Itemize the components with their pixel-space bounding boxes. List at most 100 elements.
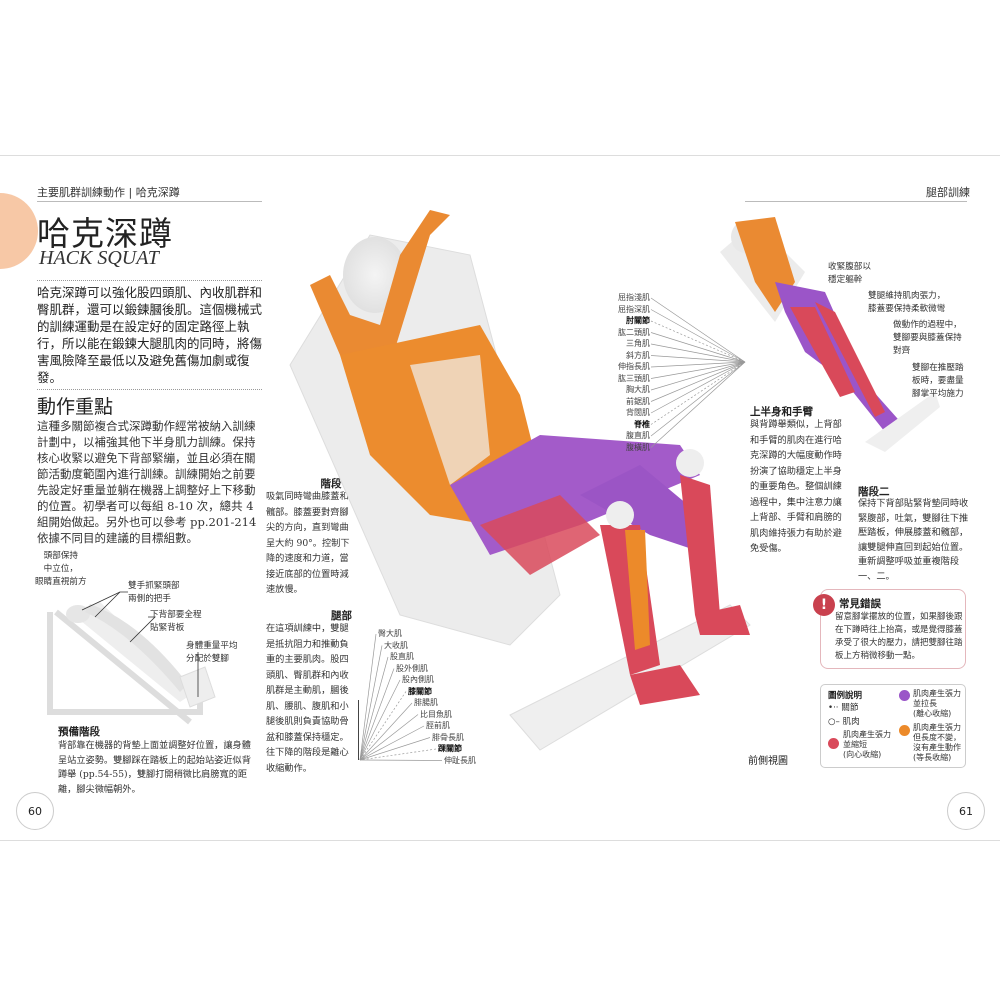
leader-line <box>650 361 746 414</box>
leader-line <box>359 668 395 761</box>
leader-line <box>359 748 437 761</box>
muscle-label: 肘關節 <box>626 316 650 325</box>
leader-line <box>650 332 746 363</box>
divider <box>37 201 262 202</box>
prep-illustration <box>47 591 216 725</box>
pointer-line <box>358 700 359 760</box>
leader-line <box>359 679 401 761</box>
running-header-left: 主要肌群訓練動作 | 哈克深蹲 <box>37 186 180 199</box>
upper-body-heading: 上半身和手臂 <box>750 406 813 418</box>
warning-text: 留意腳掌擺放的位置，如果腳後跟在下蹲時往上抬高，或是覺得膝蓋承受了很大的壓力，請… <box>835 612 963 661</box>
leader-line <box>359 737 431 761</box>
side-note-core: 收緊腹部以 穩定軀幹 <box>828 262 871 285</box>
leader-line <box>650 361 746 448</box>
leader-line <box>650 320 746 363</box>
leader-line <box>650 343 746 363</box>
prep-note-hands: 雙手抓緊頭部 兩側的把手 <box>128 581 180 604</box>
leader-line <box>650 361 746 402</box>
legs-heading: 腿部 <box>331 610 352 622</box>
stage2-heading: 階段二 <box>858 486 890 498</box>
page-subtitle: HACK SQUAT <box>39 247 159 269</box>
leader-line <box>359 702 413 761</box>
muscle-label: 股內側肌 <box>402 674 434 686</box>
prep-note-back: 下背部要全程 貼緊背板 <box>150 610 202 633</box>
muscle-label: 背闊肌 <box>626 408 650 417</box>
leader-line <box>359 656 389 761</box>
page-title: 哈克深蹲 <box>37 214 173 253</box>
leader-line <box>359 714 419 761</box>
divider <box>37 389 262 390</box>
view-caption: 前側視圖 <box>748 756 788 767</box>
legend-joint: 關節 <box>841 703 859 713</box>
legend-eccentric: 肌肉產生張力 並拉長 (離心收縮) <box>913 689 961 718</box>
muscle-label: 伸趾長肌 <box>444 754 476 766</box>
legs-text: 在這項訓練中，雙腿是抵抗阻力和推動負重的主要肌肉。股四頭肌、臀肌群和內收肌群是主… <box>266 623 349 774</box>
muscle-label: 脛前肌 <box>426 720 450 732</box>
muscle-label: 肱三頭肌 <box>618 373 650 383</box>
upper-body-text: 與背蹲舉類似，上背部和手臂的肌肉在進行哈克深蹲的大幅度動作時扮演了協助穩定上半身… <box>750 419 842 554</box>
muscle-label: 前鋸肌 <box>626 396 650 406</box>
key-points-heading: 動作重點 <box>37 396 114 418</box>
leader-line <box>359 759 443 761</box>
muscle-label: 比目魚肌 <box>420 708 452 720</box>
running-header-right: 腿部訓練 <box>926 186 970 199</box>
book-spread <box>0 155 1000 841</box>
muscle-label: 肱二頭肌 <box>618 327 650 337</box>
legend-heading: 圖例說明 <box>828 691 863 701</box>
muscle-label: 伸指長肌 <box>618 362 650 371</box>
stage1-text: 吸氣同時彎曲膝蓋和髖部。膝蓋要對齊腳尖的方向，直到彎曲呈大約 90°。控制下降的… <box>266 491 350 595</box>
main-anatomy-figure <box>289 210 751 751</box>
muscle-label: 膝關節 <box>408 685 432 697</box>
muscle-label: 腹直肌 <box>626 431 650 440</box>
prep-heading: 預備階段 <box>58 726 100 738</box>
leader-line <box>650 297 746 363</box>
prep-note-feet: 身體重量平均 分配於雙腳 <box>186 641 238 664</box>
side-note-knees: 做動作的過程中， 雙腳要與膝蓋保持 對齊 <box>893 320 962 356</box>
concentric-color-icon <box>828 738 839 749</box>
intro-text: 哈克深蹲可以強化股四頭肌、內收肌群和臀肌群，還可以鍛鍊膕後肌。這個機械式的訓練運… <box>37 285 263 385</box>
legend-box: 圖例說明 •·· 關節 ○– 肌肉 肌肉產生張力 並縮短 (向心收縮) 肌肉產生… <box>820 684 966 768</box>
leader-line <box>650 355 746 363</box>
lower-muscle-labels: 臀大肌大收肌股直肌股外側肌股內側肌膝關節腓腸肌比目魚肌脛前肌腓骨長肌踝關節伸趾長… <box>378 628 518 773</box>
leader-line <box>359 691 407 761</box>
muscle-label: 踝關節 <box>438 743 462 755</box>
eccentric-color-icon <box>899 690 910 701</box>
exclamation-icon: ! <box>813 594 835 616</box>
legend-concentric: 肌肉產生張力 並縮短 (向心收縮) <box>843 730 891 759</box>
page-number-left: 60 <box>16 792 54 830</box>
leader-line <box>650 361 746 437</box>
muscle-label: 屈指深肌 <box>618 304 650 314</box>
legend-muscle: 肌肉 <box>842 717 860 727</box>
warning-heading: 常見錯誤 <box>839 598 881 610</box>
muscle-label: 大收肌 <box>384 639 408 651</box>
muscle-label: 腓骨長肌 <box>432 731 464 743</box>
upper-muscle-labels: 屈指淺肌屈指深肌肘關節肱二頭肌三角肌斜方肌伸指長肌肱三頭肌胸大肌前鋸肌背闊肌脊椎… <box>570 292 650 453</box>
muscle-label: 脊椎 <box>634 419 650 429</box>
divider <box>745 201 967 202</box>
muscle-label: 三角肌 <box>626 339 650 348</box>
muscle-label: 股直肌 <box>390 651 414 663</box>
leader-line <box>359 645 383 761</box>
muscle-label: 胸大肌 <box>626 385 650 394</box>
muscle-symbol-icon: ○– <box>828 717 840 727</box>
muscle-label: 屈指淺肌 <box>618 293 650 302</box>
key-points-text: 這種多關節複合式深蹲動作經常被納入訓練計劃中，以補強其他下半身肌力訓練。保持核心… <box>37 419 257 545</box>
muscle-label: 腹橫肌 <box>626 442 650 452</box>
muscle-label: 斜方肌 <box>626 350 650 360</box>
warning-box: ! 常見錯誤 留意腳掌擺放的位置，如果腳後跟在下蹲時往上抬高，或是覺得膝蓋承受了… <box>813 589 966 669</box>
leader-line <box>650 361 746 368</box>
page-number-right: 61 <box>947 792 985 830</box>
leader-line <box>359 725 425 761</box>
prep-note-head: 頭部保持 中立位， 眼睛直視前方 <box>35 551 87 587</box>
leader-line <box>650 361 746 425</box>
isometric-color-icon <box>899 725 910 736</box>
side-note-feet: 雙腳在推壓踏 板時，要盡量 腳掌平均施力 <box>912 363 964 399</box>
leader-line <box>650 361 746 379</box>
side-anatomy-figure <box>720 217 940 452</box>
divider <box>37 280 262 281</box>
muscle-label: 腓腸肌 <box>414 697 438 709</box>
muscle-label: 臀大肌 <box>378 628 402 640</box>
prep-text: 背部靠在機器的背墊上面並調整好位置，讓身體呈站立姿勢。雙腳踩在踏板上的起始站姿近… <box>58 740 251 795</box>
leader-line <box>650 361 746 391</box>
